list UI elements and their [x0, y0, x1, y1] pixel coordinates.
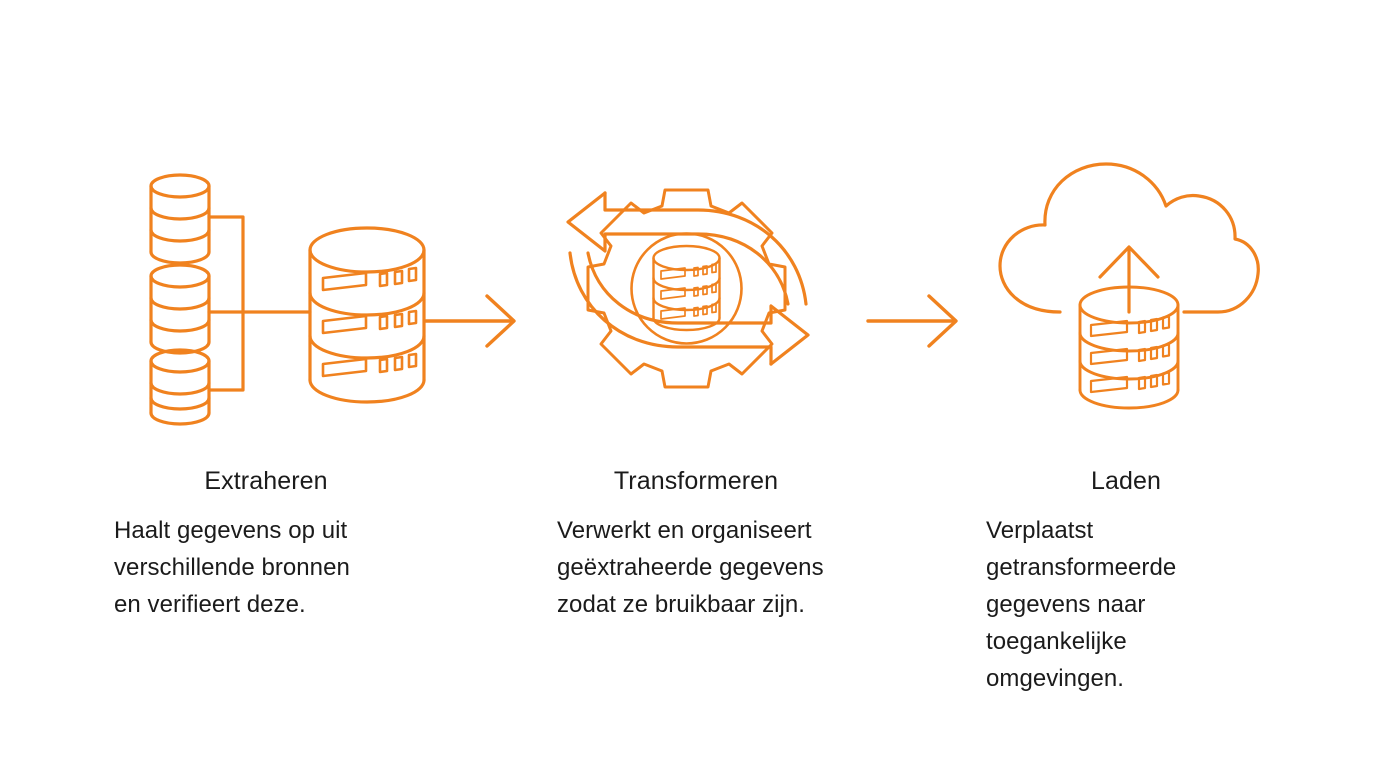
gear-cycle-database-icon	[548, 152, 838, 412]
stage-title-extract: Extraheren	[204, 467, 328, 495]
stage-description-transform: Verwerkt en organiseert geëxtraheerde ge…	[557, 517, 824, 618]
stage-description-extract: Haalt gegevens op uit verschillende bron…	[114, 517, 350, 618]
arrow-right-icon	[424, 292, 524, 352]
cloud-upload-database-icon	[988, 152, 1268, 412]
stage-title-load: Laden	[1090, 467, 1162, 495]
multiple-databases-icon	[135, 162, 435, 432]
arrow-right-icon	[866, 292, 966, 352]
stage-description-load: Verplaatst getransformeerde gegevens naa…	[986, 517, 1177, 692]
stage-title-transform: Transformeren	[613, 467, 779, 495]
